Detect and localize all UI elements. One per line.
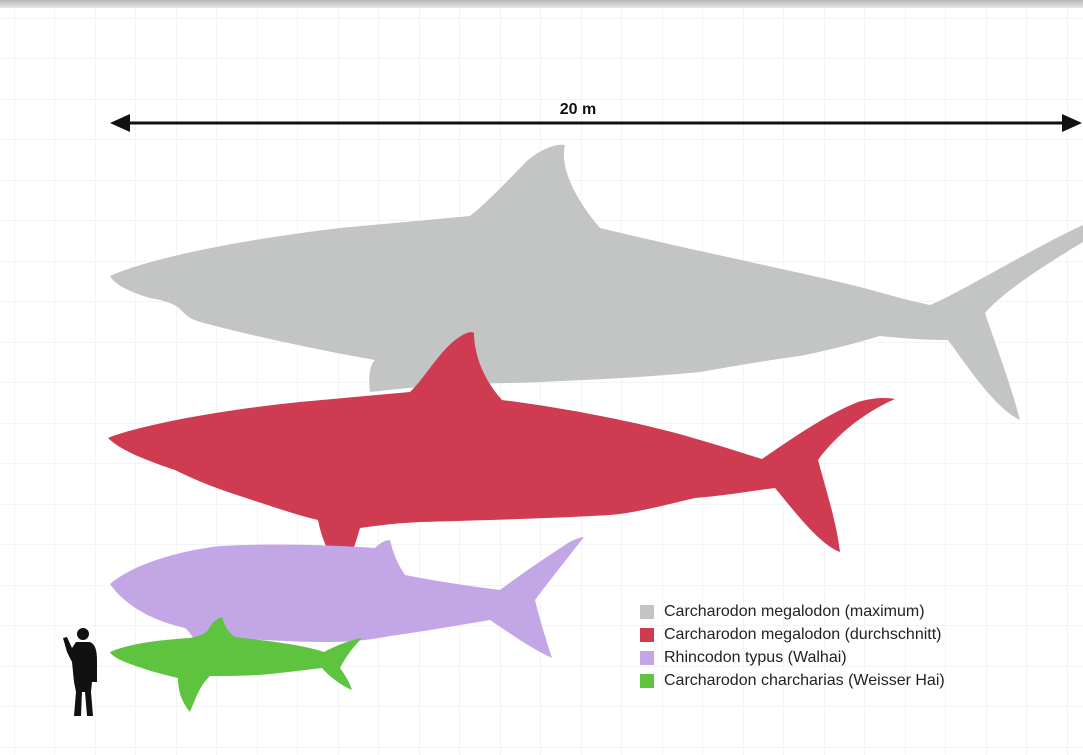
legend-label: Carcharodon charcharias (Weisser Hai): [664, 672, 945, 690]
legend-swatch: [640, 674, 654, 688]
legend-label: Carcharodon megalodon (durchschnitt): [664, 626, 941, 644]
legend-item: Carcharodon megalodon (maximum): [640, 600, 945, 623]
legend-item: Carcharodon megalodon (durchschnitt): [640, 623, 945, 646]
scale-label: 20 m: [560, 101, 596, 118]
legend-item: Rhincodon typus (Walhai): [640, 646, 945, 669]
legend-swatch: [640, 651, 654, 665]
legend-swatch: [640, 628, 654, 642]
legend: Carcharodon megalodon (maximum) Carcharod…: [640, 600, 945, 692]
legend-label: Rhincodon typus (Walhai): [664, 649, 847, 667]
legend-swatch: [640, 605, 654, 619]
legend-label: Carcharodon megalodon (maximum): [664, 603, 925, 621]
legend-item: Carcharodon charcharias (Weisser Hai): [640, 669, 945, 692]
